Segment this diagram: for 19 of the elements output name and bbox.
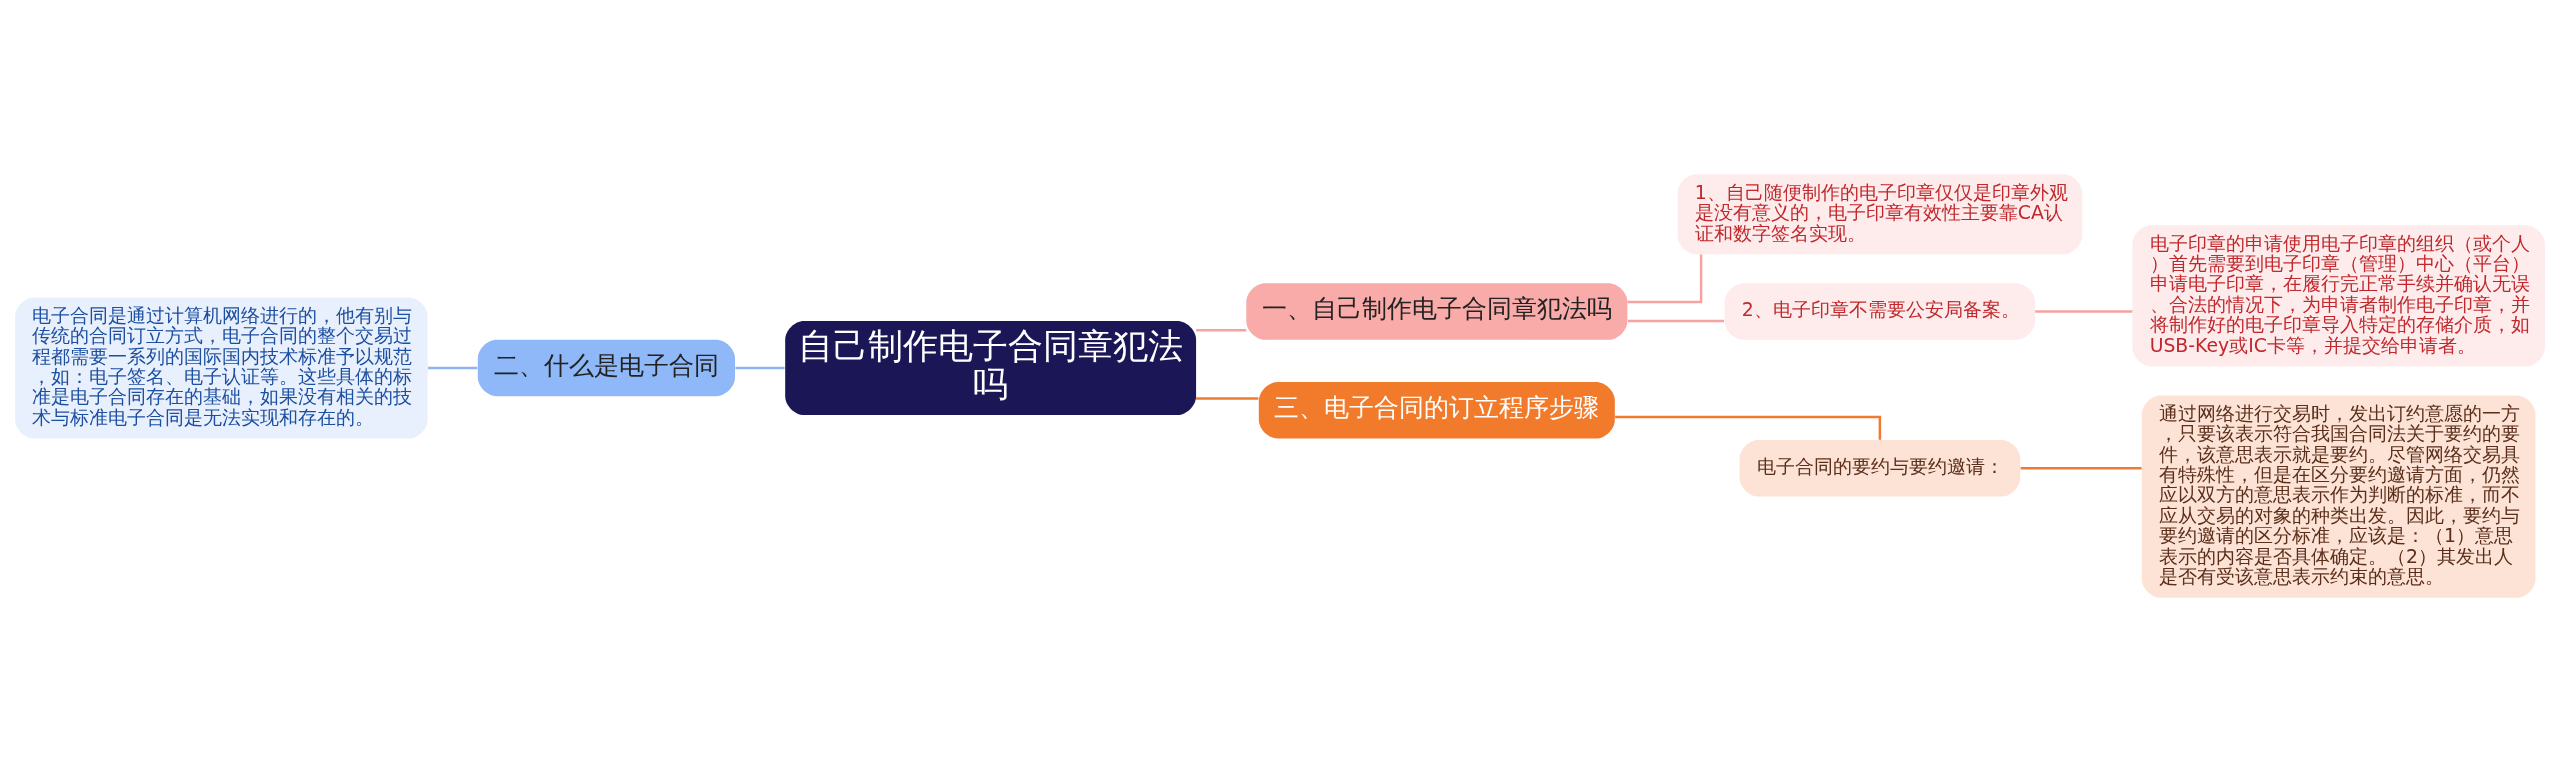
node-box: 自己制作电子合同章犯法吗: [785, 320, 1197, 415]
node-box: 二、什么是电子合同: [477, 339, 735, 397]
connector: [1196, 397, 1259, 400]
connector: [1627, 254, 1703, 304]
connector: [1615, 415, 1882, 440]
connector: [1196, 329, 1247, 332]
node-box: 三、电子合同的订立程序步骤: [1258, 382, 1615, 439]
node-box: 电子合同的要约与要约邀请：: [1739, 440, 2021, 497]
node-box: 通过网络进行交易时，发出订约意愿的一方，只要该表示符合我国合同法关于要约的要件，该意思表示就是要约。尽管网络交易具有特殊性，但是在区分要约邀请方面，仍然应以双方的意思表示作为判断的标准，而不应从交易的对象的种类出发。因此，要约与要约邀请的区分标准，应该是：（1）意思表示的内容是否具体确定。（2）其发出人是否有受该意思表示约束的意思。: [2141, 395, 2536, 598]
node-box: 1、自己随便制作的电子印章仅仅是印章外观是没有意义的，电子印章有效性主要靠CA认证和数字签名实现。: [1677, 174, 2083, 255]
node-box: 电子合同是通过计算机网络进行的，他有别与传统的合同订立方式，电子合同的整个交易过程都需要一系列的国际国内技术标准予以规范，如：电子签名、电子认证等。这些具体的标准是电子合同存在的基础，如果没有相关的技术与标准电子合同是无法实现和存在的。: [15, 297, 428, 439]
node-box: 2、电子印章不需要公安局备案。: [1724, 283, 2036, 340]
connector: [427, 366, 478, 370]
node-box: 一、自己制作电子合同章犯法吗: [1246, 283, 1628, 340]
connector: [735, 366, 785, 370]
connector: [1627, 319, 1725, 323]
connector: [2035, 310, 2133, 313]
node-box: 电子印章的申请使用电子印章的组织（或个人）首先需要到电子印章（管理）中心（平台）申请电子印章，在履行完正常手续并确认无误、合法的情况下，为申请者制作电子印章，并将制作好的电子印章导入特定的存储介质，如USB-Key或IC卡等，并提交给申请者。: [2132, 225, 2545, 367]
connector: [2020, 467, 2142, 470]
